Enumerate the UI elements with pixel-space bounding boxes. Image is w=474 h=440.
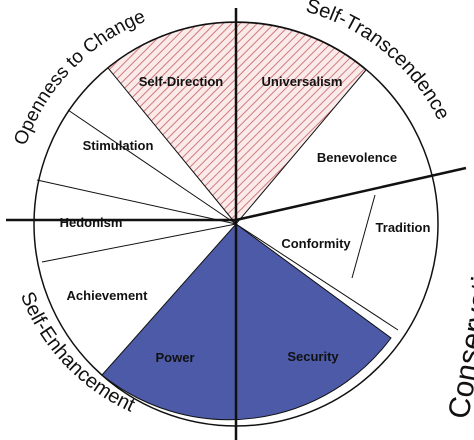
conformity-label: Conformity	[281, 236, 351, 251]
benevolence-label: Benevolence	[317, 150, 397, 165]
achievement-label: Achievement	[67, 288, 149, 303]
conservation-label: Conservation	[442, 241, 474, 421]
axis-lines	[6, 8, 467, 440]
blue-sector	[101, 223, 392, 421]
self-direction-label: Self-Direction	[139, 74, 224, 89]
power-label: Power	[155, 350, 194, 365]
stimulation-label: Stimulation	[83, 138, 154, 153]
sector-dividers	[36, 109, 399, 331]
security-label: Security	[287, 349, 339, 364]
tradition-label: Tradition	[376, 220, 431, 235]
universalism-label: Universalism	[262, 74, 343, 89]
hedonism-label: Hedonism	[60, 215, 123, 230]
